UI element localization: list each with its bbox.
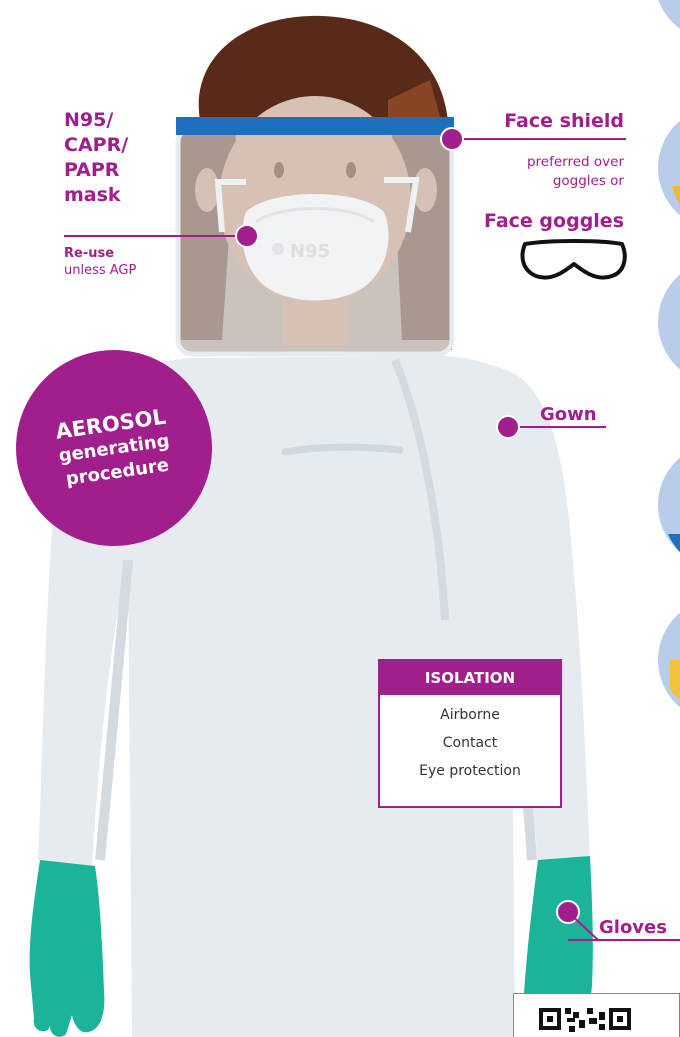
gown-callout-dot (497, 416, 519, 438)
side-circle-4-accent (668, 534, 680, 552)
ear-left (195, 168, 219, 212)
qr-code-icon (539, 1006, 659, 1036)
mask-callout-dot (236, 225, 258, 247)
side-circle-2 (658, 106, 680, 230)
gloves-label: Gloves (599, 917, 667, 938)
preferred-line-1: preferred over (527, 153, 624, 172)
mask-label-line-3: PAPR (64, 158, 184, 183)
shield-callout-dot (441, 128, 463, 150)
isolation-item: Eye protection (380, 757, 560, 785)
isolation-title: ISOLATION (380, 661, 560, 695)
face-goggles-label: Face goggles (484, 210, 624, 232)
side-circles (655, 0, 680, 722)
reuse-rest: unless AGP (64, 262, 136, 279)
left-glove (30, 860, 105, 1037)
goggles-icon (523, 241, 625, 278)
mask-label: N95/ CAPR/ PAPR mask (64, 108, 184, 208)
gown-label: Gown (540, 404, 597, 425)
side-circle-1 (655, 0, 680, 40)
mask-valve (272, 243, 284, 255)
qr-code-panel (513, 993, 680, 1037)
mask-label-line-4: mask (64, 183, 184, 208)
preferred-line-2: goggles or (527, 172, 624, 191)
isolation-item: Contact (380, 729, 560, 757)
mask-label-line-1: N95/ (64, 108, 184, 133)
side-circle-3 (658, 260, 680, 384)
shield-band (176, 117, 454, 135)
mask-print: N95 (290, 241, 330, 262)
reuse-note: Re-use unless AGP (64, 245, 136, 279)
face-shield-label: Face shield (504, 110, 624, 132)
side-circle-4 (658, 443, 680, 567)
eye-right (346, 162, 356, 178)
isolation-box: ISOLATION Airborne Contact Eye protectio… (378, 659, 562, 808)
reuse-bold: Re-use (64, 245, 136, 262)
eye-left (274, 162, 284, 178)
preferred-note: preferred over goggles or (527, 153, 624, 191)
isolation-list: Airborne Contact Eye protection (380, 695, 560, 785)
mask-label-line-2: CAPR/ (64, 133, 184, 158)
isolation-item: Airborne (380, 701, 560, 729)
